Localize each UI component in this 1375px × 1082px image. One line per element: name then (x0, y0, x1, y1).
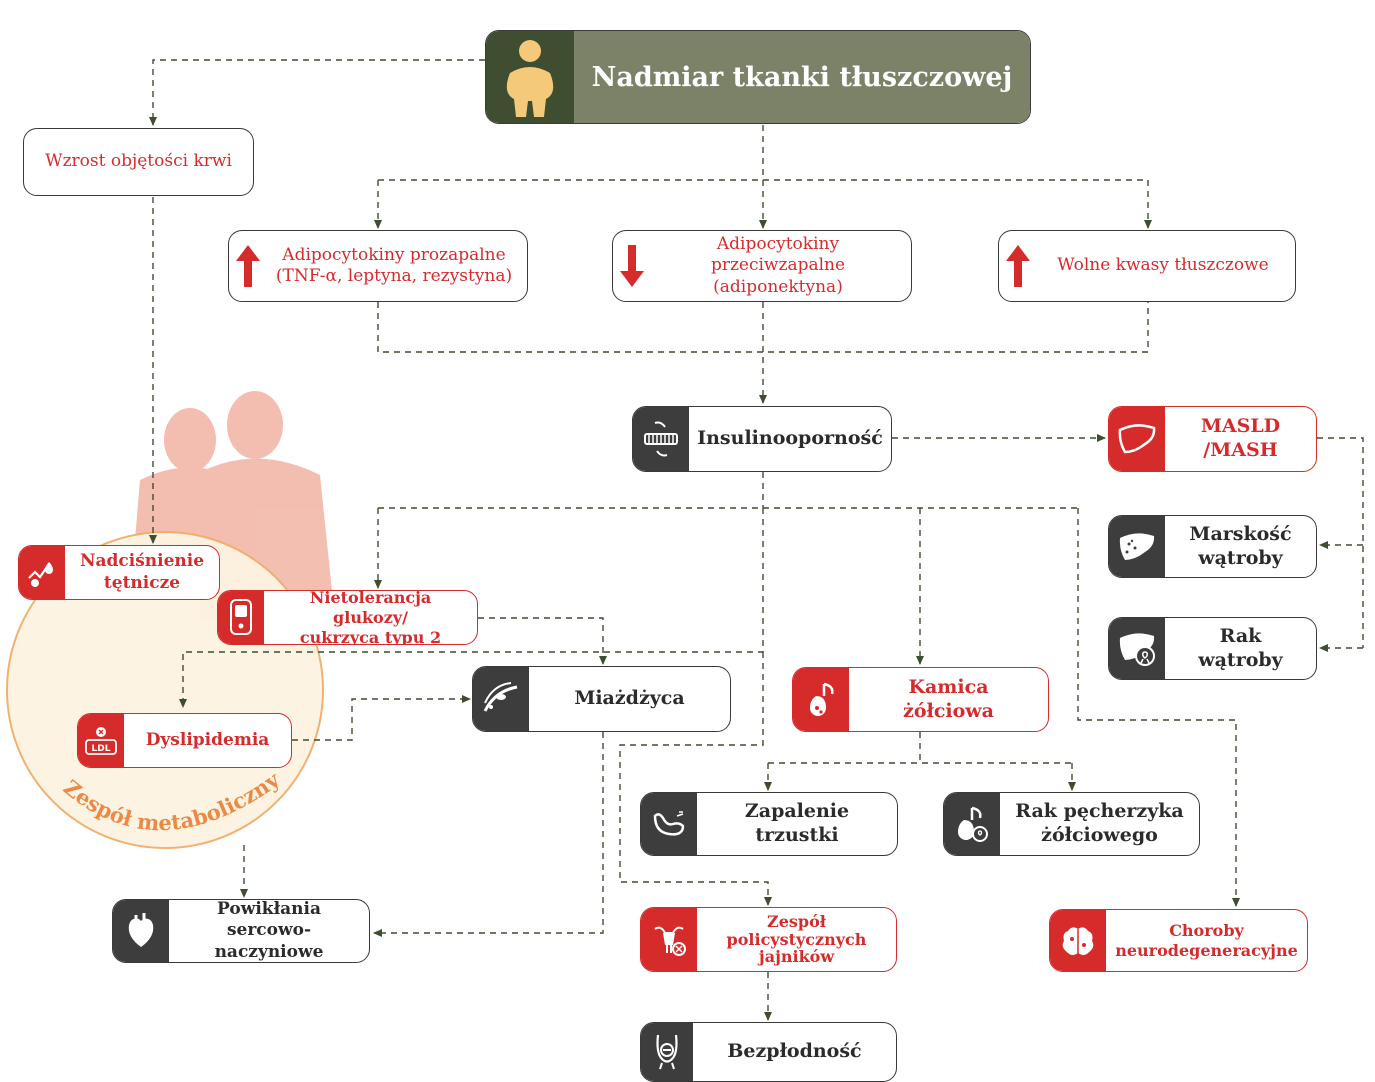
insulin-resistance-box: Insulinooporność (632, 406, 892, 472)
pancreas-icon (641, 793, 697, 855)
fatty-acids-label: Wolne kwasy tłuszczowe (1057, 255, 1269, 276)
heart-icon (113, 900, 169, 962)
gallstones-box: Kamica żółciowa (792, 667, 1049, 732)
pcos-label: Zespół policystycznych jajników (726, 912, 867, 967)
artery-plaque-icon (473, 667, 529, 731)
infertility-box: Bezpłodność (640, 1022, 897, 1082)
atherosclerosis-box: Miażdżyca (472, 666, 731, 732)
antiinflammatory-label: Adipocytokiny przeciwzapalne (adiponekty… (710, 234, 846, 297)
insulin-receptor-icon (633, 407, 689, 471)
blood-pressure-icon (19, 546, 65, 599)
infertility-icon (641, 1023, 693, 1081)
gallbladder-cancer-label: Rak pęcherzyka żółciowego (1015, 800, 1184, 846)
proinflammatory-label: Adipocytokiny prozapalne (TNF-α, leptyna… (275, 244, 513, 286)
cardiovascular-label: Powikłania sercowo-naczyniowe (214, 899, 324, 962)
blood-volume-label: Wzrost objętości krwi (45, 151, 232, 172)
neurodegenerative-label: Choroby neurodegeneracyjne (1115, 920, 1298, 960)
page-title: Nadmiar tkanki tłuszczowej (574, 31, 1030, 123)
liver-cancer-box: Rak wątroby (1108, 617, 1317, 680)
gallbladder-icon (793, 668, 849, 731)
cirrhosis-box: Marskość wątroby (1108, 515, 1317, 578)
dyslipidemia-label: Dyslipidemia (145, 729, 270, 750)
hypertension-label: Nadciśnienie tętnicze (79, 551, 205, 593)
ldl-icon: LDL (78, 714, 124, 767)
blood-volume-box: Wzrost objętości krwi (23, 128, 254, 196)
neurodegenerative-box: Choroby neurodegeneracyjne (1049, 909, 1308, 972)
cirrhotic-liver-icon (1109, 516, 1165, 577)
svg-text:LDL: LDL (92, 744, 111, 754)
title-banner: Nadmiar tkanki tłuszczowej (485, 30, 1031, 124)
cirrhosis-label: Marskość wątroby (1189, 522, 1292, 569)
glucometer-icon (218, 591, 264, 644)
glucose-box: Nietolerancja glukozy/ cukrzyca typu 2 (217, 590, 478, 645)
pancreatitis-box: Zapalenie trzustki (640, 792, 898, 856)
gallbladder-cancer-icon (944, 793, 1000, 855)
infertility-label: Bezpłodność (727, 1040, 862, 1063)
liver-icon (1109, 407, 1165, 471)
antiinflammatory-box: Adipocytokiny przeciwzapalne (adiponekty… (612, 230, 912, 302)
fatty-acids-box: Wolne kwasy tłuszczowe (998, 230, 1296, 302)
hypertension-box: Nadciśnienie tętnicze (18, 545, 220, 600)
liver-cancer-label: Rak wątroby (1198, 624, 1283, 671)
masld-label: MASLD /MASH (1200, 415, 1281, 461)
uterus-icon (641, 908, 697, 971)
insulin-resistance-label: Insulinooporność (697, 427, 883, 450)
glucose-label: Nietolerancja glukozy/ cukrzyca typu 2 (299, 590, 442, 645)
arrow-down-icon (620, 245, 644, 287)
gallstones-label: Kamica żółciowa (903, 675, 994, 722)
liver-cancer-icon (1109, 618, 1165, 679)
pancreatitis-label: Zapalenie trzustki (744, 800, 850, 846)
masld-box: MASLD /MASH (1108, 406, 1317, 472)
obese-person-icon (486, 31, 574, 123)
cardiovascular-box: Powikłania sercowo-naczyniowe (112, 899, 370, 963)
brain-icon (1050, 910, 1106, 971)
gallbladder-cancer-box: Rak pęcherzyka żółciowego (943, 792, 1200, 856)
arrow-up-icon (1006, 245, 1030, 287)
dyslipidemia-box: LDL Dyslipidemia (77, 713, 292, 768)
arrow-up-icon (236, 245, 260, 287)
atherosclerosis-label: Miażdżyca (574, 687, 685, 710)
pcos-box: Zespół policystycznych jajników (640, 907, 897, 972)
proinflammatory-box: Adipocytokiny prozapalne (TNF-α, leptyna… (228, 230, 528, 302)
